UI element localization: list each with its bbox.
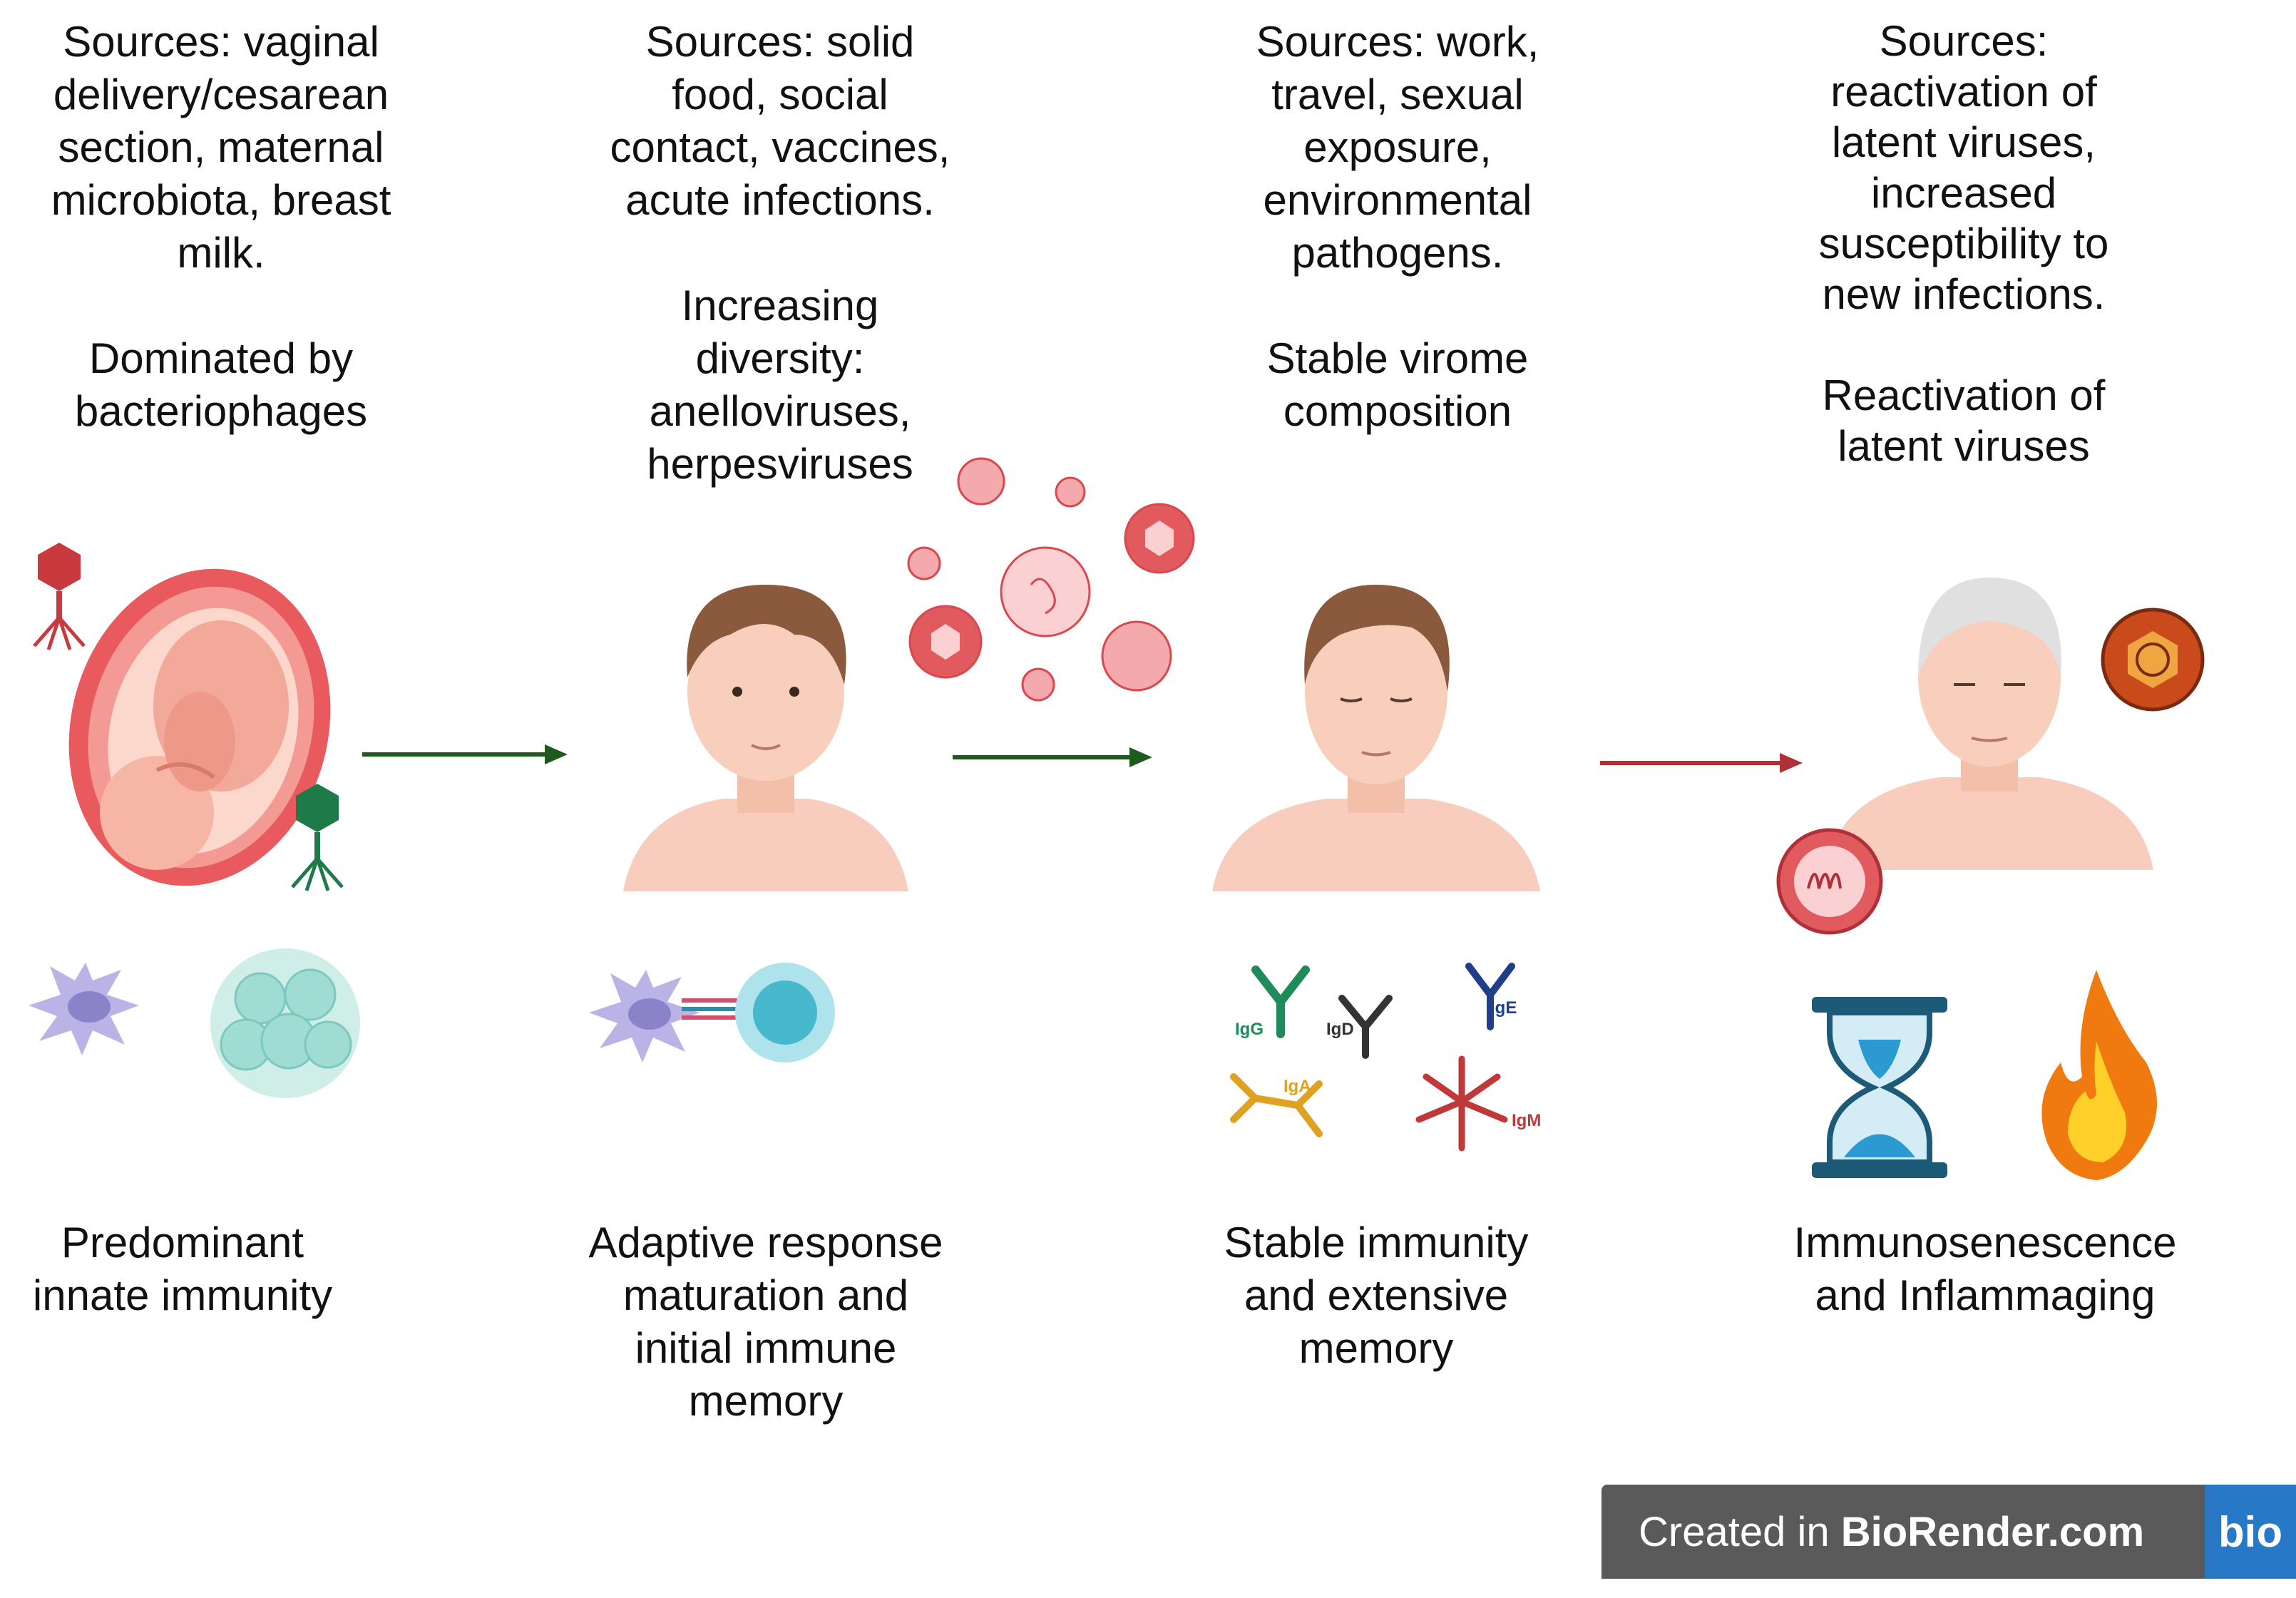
text-line: Sources:: [1879, 17, 2049, 65]
text-line: reactivation of: [1830, 68, 2097, 116]
text-line: diversity:: [695, 334, 865, 382]
stage-3-sources: Sources: work, travel, sexual exposure, …: [1256, 16, 1539, 438]
antibodies-group: IgG IgD IgE IgA IgM: [1212, 941, 1554, 1155]
elderly-portrait-icon: [1825, 578, 2153, 870]
text-line: microbiota, breast: [51, 176, 391, 224]
arrow-icon: [362, 744, 568, 764]
antibody-label: IgD: [1326, 1020, 1354, 1039]
antibody-icon: [1338, 995, 1393, 1059]
text-line: Adaptive response: [588, 1219, 943, 1266]
stage-1-immunity: Predominant innate immunity: [33, 1217, 332, 1322]
text-line: milk.: [177, 229, 265, 277]
bacteriophage-icon: [291, 784, 344, 891]
adult-portrait-icon: [1212, 585, 1540, 891]
stage-2-sources: Sources: solid food, social contact, vac…: [610, 16, 950, 491]
text-line: and Inflammaging: [1815, 1271, 2156, 1319]
text-line: contact, vaccines,: [610, 123, 950, 171]
antibody-label: IgM: [1512, 1111, 1542, 1130]
stage-4-immunity: Immunosenescence and Inflammaging: [1794, 1217, 2177, 1322]
arrow-icon: [1600, 753, 1803, 773]
dendritic-cell-icon: [29, 963, 139, 1055]
child-portrait-icon: [623, 585, 908, 891]
arrow-icon: [953, 747, 1152, 767]
text-line: innate immunity: [32, 1271, 333, 1319]
text-line: herpesviruses: [647, 440, 913, 488]
text-line: section, maternal: [58, 123, 384, 171]
credit-text: Created in BioRender.com: [1639, 1508, 2144, 1556]
antibody-icon: [1230, 1073, 1323, 1137]
text-line: Predominant: [61, 1219, 304, 1266]
antibody-icon: [1251, 966, 1310, 1038]
text-line: susceptibility to: [1818, 220, 2109, 267]
hourglass-icon: [1812, 997, 1947, 1178]
text-line: exposure,: [1303, 123, 1492, 171]
text-line: pathogens.: [1291, 229, 1504, 277]
macrophage-cluster-icon: [210, 948, 360, 1098]
stage-3-immunity: Stable immunity and extensive memory: [1224, 1217, 1529, 1375]
stage-4-sources: Sources: reactivation of latent viruses,…: [1819, 16, 2109, 471]
text-line: new infections.: [1822, 270, 2106, 318]
credit-brand: BioRender.com: [1840, 1508, 2145, 1555]
flame-icon: [2041, 970, 2157, 1180]
antibody-label: IgG: [1235, 1020, 1264, 1039]
antibody-label: IgA: [1283, 1077, 1311, 1096]
text-line: Increasing: [681, 282, 879, 329]
text-line: Reactivation of: [1822, 372, 2106, 419]
text-line: maturation and: [622, 1271, 909, 1319]
text-line: Sources: work,: [1256, 18, 1539, 66]
biorender-logo-icon: bio: [2205, 1485, 2296, 1579]
text-line: latent viruses,: [1831, 118, 2096, 166]
text-line: memory: [1298, 1324, 1454, 1372]
text-line: Immunosenescence: [1793, 1219, 2177, 1266]
text-line: increased: [1870, 169, 2057, 217]
text-line: latent viruses: [1838, 422, 2090, 470]
text-line: acute infections.: [625, 176, 935, 224]
text-line: composition: [1283, 387, 1512, 435]
text-line: Stable virome: [1266, 334, 1529, 382]
text-line: environmental: [1263, 176, 1532, 224]
virus-icon: [2101, 608, 2205, 712]
stage-2-immunity: Adaptive response maturation and initial…: [589, 1217, 943, 1428]
text-line: Stable immunity: [1224, 1219, 1529, 1266]
text-line: anelloviruses,: [649, 387, 911, 435]
text-line: and extensive: [1244, 1271, 1509, 1319]
text-line: travel, sexual: [1271, 71, 1524, 118]
antibody-label: IgE: [1490, 998, 1517, 1018]
antibody-icon: [1415, 1055, 1508, 1152]
text-line: Sources: solid: [645, 18, 915, 66]
text-line: Dominated by: [88, 334, 354, 382]
credit-prefix: Created in: [1639, 1508, 1841, 1555]
text-line: initial immune: [635, 1324, 897, 1372]
text-line: memory: [688, 1377, 844, 1425]
text-line: Sources: vaginal: [63, 18, 379, 66]
virus-cluster-icon: [907, 457, 1195, 702]
fetus-in-uterus-icon: [68, 568, 331, 886]
biorender-credit-badge[interactable]: Created in BioRender.com bio: [1601, 1485, 2296, 1579]
text-line: bacteriophages: [74, 387, 368, 435]
antigen-presentation-icon: [589, 963, 835, 1062]
text-line: food, social: [672, 71, 888, 118]
antibody-icon: [1465, 963, 1515, 1030]
text-line: delivery/cesarean: [53, 71, 389, 118]
virus-icon: [1776, 828, 1883, 935]
bacteriophage-icon: [33, 543, 86, 650]
stage-1-sources: Sources: vaginal delivery/cesarean secti…: [51, 16, 391, 438]
